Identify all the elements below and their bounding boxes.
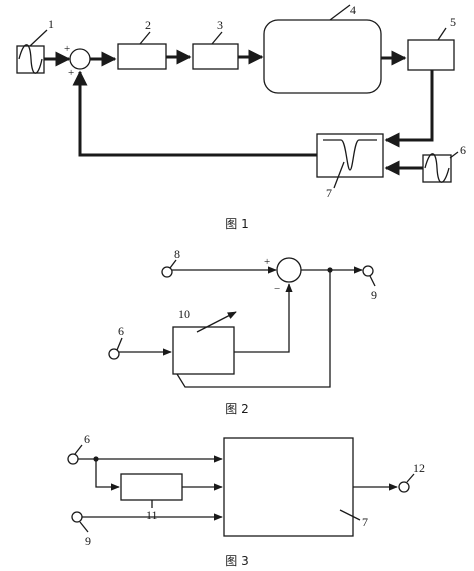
label-8: 8 <box>174 247 180 261</box>
label-9: 9 <box>371 288 377 302</box>
label-1: 1 <box>48 17 54 31</box>
feedback-7-to-summer <box>72 70 317 157</box>
figure-2: 8 + − 9 10 6 图 2 <box>108 247 377 416</box>
terminal-6 <box>108 348 120 360</box>
label-6: 6 <box>84 432 90 446</box>
block-10 <box>172 326 235 375</box>
terminal-9 <box>71 511 83 523</box>
block-4 <box>263 19 382 94</box>
block-5 <box>407 39 455 71</box>
terminal-8 <box>161 266 173 278</box>
summing-junction-1 <box>69 48 91 70</box>
label-12: 12 <box>413 461 425 475</box>
connector-5-to-7 <box>384 70 434 148</box>
summing-junction-2 <box>276 257 302 283</box>
label-4: 4 <box>350 3 356 17</box>
connector-6-to-11 <box>95 459 120 491</box>
figure-3: 6 11 9 7 12 图 3 <box>67 432 425 568</box>
terminal-6 <box>67 453 79 465</box>
figure-1: + + 1 2 3 4 5 <box>16 3 466 231</box>
plus-sign-bottom: + <box>68 67 74 79</box>
block-11 <box>120 473 183 501</box>
signal-source-1 <box>16 44 45 74</box>
label-2: 2 <box>145 18 151 32</box>
caption-figure-2: 图 2 <box>225 402 248 416</box>
caption-figure-3: 图 3 <box>225 554 248 568</box>
label-6: 6 <box>460 143 466 157</box>
minus-sign: − <box>274 283 280 295</box>
notch-filter-7 <box>316 133 384 178</box>
block-2 <box>117 43 167 70</box>
block-7 <box>223 437 354 537</box>
label-5: 5 <box>450 15 456 29</box>
terminal-12 <box>398 481 410 493</box>
block-3 <box>192 43 239 70</box>
terminal-9 <box>362 265 374 277</box>
label-11: 11 <box>146 508 158 522</box>
plus-sign: + <box>264 256 270 268</box>
label-9: 9 <box>85 534 91 548</box>
signal-source-6 <box>422 153 452 183</box>
label-10: 10 <box>178 307 190 321</box>
label-7: 7 <box>326 186 332 200</box>
plus-sign-top: + <box>64 43 70 55</box>
label-7: 7 <box>362 515 368 529</box>
label-6: 6 <box>118 324 124 338</box>
caption-figure-1: 图 1 <box>225 217 248 231</box>
label-3: 3 <box>217 18 223 32</box>
connector-10-to-summer <box>234 283 293 353</box>
error-feedback-to-10 <box>176 270 331 388</box>
